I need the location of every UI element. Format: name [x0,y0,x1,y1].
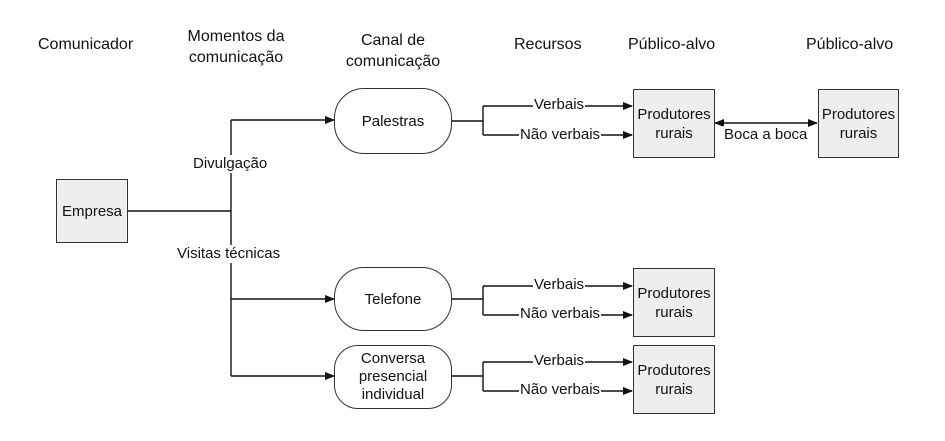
header-comunicador: Comunicador [38,36,134,53]
node-produtores-conversa: Produtores rurais [633,345,715,414]
header-publico-alvo-1: Público-alvo [628,36,716,53]
label-boca-a-boca: Boca a boca [723,126,809,144]
label-nao-verbais: Não verbais [519,381,602,399]
node-conversa-line1: Conversa [360,350,426,367]
label-verbais: Verbais [533,276,586,294]
label-nao-verbais: Não verbais [519,126,602,144]
node-produtores-line2: rurais [655,124,693,142]
node-telefone: Telefone [334,267,452,331]
node-produtores-line1: Produtores [821,105,896,123]
header-recursos: Recursos [514,36,582,53]
header-publico-alvo-2: Público-alvo [806,36,894,53]
header-momentos: Momentos da comunicação [176,26,296,68]
node-palestras-label: Palestras [361,112,425,130]
header-canal-line2: comunicação [345,53,441,70]
node-empresa: Empresa [56,179,128,243]
header-momentos-line2: comunicação [188,49,284,66]
header-canal: Canal de comunicação [334,30,452,72]
label-verbais: Verbais [533,96,586,114]
label-nao-verbais: Não verbais [519,305,602,323]
node-produtores-boca-a-boca: Produtores rurais [818,89,899,158]
node-telefone-label: Telefone [364,290,422,308]
node-palestras: Palestras [334,88,452,154]
node-empresa-label: Empresa [61,202,123,220]
node-produtores-line1: Produtores [637,284,711,302]
label-divulgacao: Divulgação [192,155,269,173]
node-conversa-line3: individual [361,386,425,403]
header-canal-line1: Canal de [360,32,426,49]
label-visitas-tecnicas: Visitas técnicas [176,245,282,263]
node-conversa: Conversa presencial individual [334,345,452,409]
node-produtores-line1: Produtores [637,361,711,379]
header-momentos-line1: Momentos da [187,28,285,45]
node-produtores-line1: Produtores [637,105,711,123]
node-produtores-telefone: Produtores rurais [633,268,715,337]
label-verbais: Verbais [533,352,586,370]
node-produtores-line2: rurais [655,380,693,398]
node-produtores-palestras: Produtores rurais [633,89,715,158]
node-produtores-line2: rurais [655,303,693,321]
node-produtores-line2: rurais [839,124,878,142]
node-conversa-line2: presencial [358,368,428,385]
